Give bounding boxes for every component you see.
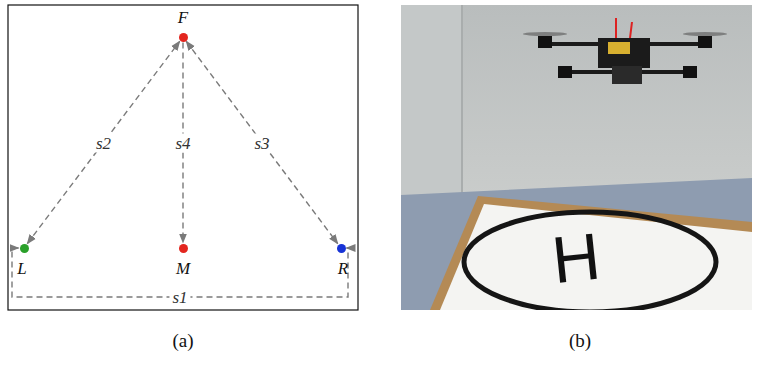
- wall-shade: [401, 5, 461, 205]
- drone-motor: [698, 36, 712, 48]
- panel-label: (a): [172, 331, 193, 350]
- pad-circle: [464, 212, 716, 310]
- drone-rotor: [523, 32, 567, 36]
- drone-antenna: [615, 18, 617, 38]
- paper-sheet: [440, 204, 752, 310]
- wall-seam: [461, 5, 463, 198]
- distance-line: [186, 41, 337, 243]
- panel-frame: [8, 5, 358, 310]
- point-marker: F: [179, 33, 188, 42]
- wall: [401, 5, 752, 310]
- drone-rotor: [683, 32, 727, 36]
- point-label: F: [178, 9, 188, 26]
- photo: [401, 5, 752, 310]
- distance-line: [27, 41, 179, 243]
- point-marker: M: [179, 244, 188, 253]
- point-label: M: [176, 260, 190, 277]
- drone-body: [598, 38, 650, 68]
- drone-battery: [612, 66, 642, 84]
- pad-letter: H: [549, 223, 603, 294]
- drone-motor: [683, 66, 697, 78]
- drone-motor: [558, 66, 572, 78]
- distance-label: s2: [93, 133, 114, 152]
- point-marker: R: [337, 244, 346, 253]
- distance-label: s1: [169, 288, 190, 307]
- distance-label: s3: [251, 133, 272, 152]
- panel-label: (b): [569, 331, 591, 350]
- point-label: R: [338, 260, 348, 277]
- distance-label: s4: [172, 133, 193, 152]
- floor: [401, 178, 752, 310]
- point-label: L: [17, 260, 26, 277]
- drone-motor: [538, 36, 552, 48]
- drone-antenna: [630, 22, 632, 38]
- point-marker: L: [20, 244, 29, 253]
- drone-board: [608, 42, 630, 54]
- drone: [523, 18, 727, 84]
